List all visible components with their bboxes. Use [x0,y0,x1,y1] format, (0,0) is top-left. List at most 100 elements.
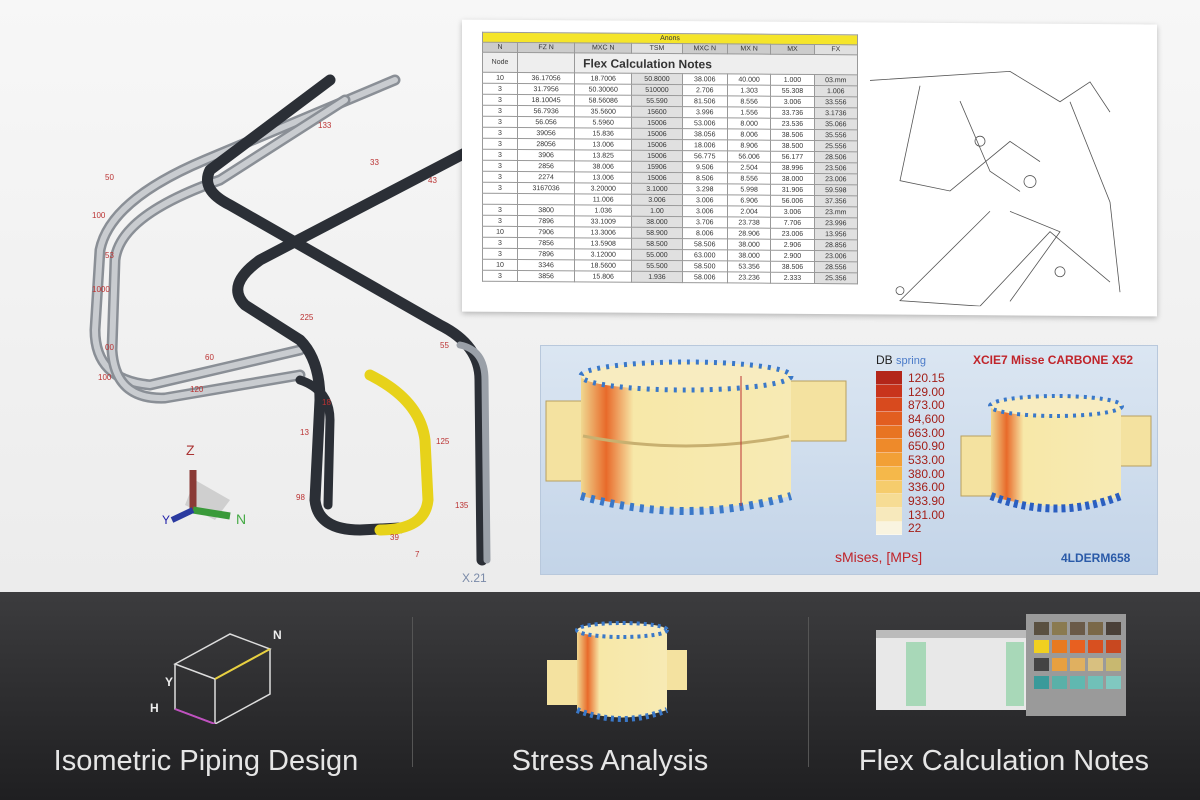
table-cell: 33.1009 [574,215,632,228]
legend-swatch [876,398,902,413]
legend-entry: 120.15 [876,371,945,385]
table-cell: 38.056 [682,128,728,140]
n-label: N [273,628,282,642]
table-cell: 23.738 [727,216,771,229]
table-cell: 7896 [517,215,575,227]
legend-value: 131.00 [908,507,945,522]
table-cell: 3.006 [770,206,815,218]
table-cell: 3 [482,182,518,194]
table-cell: 23.006 [814,173,858,185]
column-header: TSM [631,43,683,54]
legend-entry: 129.00 [876,385,945,399]
table-cell: 38.506 [770,129,815,141]
table-cell: 10 [482,226,518,238]
table-cell: 35.066 [814,118,858,130]
table-cell: 3.006 [682,194,728,206]
z-axis-label: Z [186,442,195,458]
table-cell: 3 [482,149,518,161]
table-cell: 3.12000 [574,248,632,261]
legend-value: 120.15 [908,370,945,385]
node-header: Node [482,52,518,73]
palette-swatch [1052,676,1067,689]
table-cell: 28.506 [814,151,858,163]
palette-swatch [1106,676,1121,689]
pipe-node-label: 39 [390,533,399,542]
table-cell: 3 [482,237,518,249]
table-cell: 55.308 [770,85,815,97]
column-header: MXC N [574,42,632,54]
table-cell: 13.5908 [574,237,632,250]
palette-swatch [1070,622,1085,635]
table-cell: 3 [482,127,518,139]
legend-value: 84,600 [908,411,945,426]
palette-swatch [1052,658,1067,671]
table-cell: 58.500 [682,260,728,272]
palette-swatch [1106,658,1121,671]
pipe-node-label: 13 [300,428,309,437]
table-cell: 7.706 [770,217,815,229]
table-cell: 8.556 [727,95,771,108]
table-cell: 18.10045 [517,94,575,106]
table-cell: 8.506 [682,172,728,184]
palette-swatch [1088,622,1103,635]
table-cell: 3 [482,204,518,216]
divider [412,617,413,767]
table-cell: 3800 [517,204,575,216]
legend-entry: 873.00 [876,398,945,412]
table-cell: 15.806 [574,270,632,283]
table-cell: 13.006 [574,171,632,184]
x-coordinate-label: X.21 [462,571,487,585]
table-cell: 3906 [517,149,575,161]
table-cell: 3.1736 [814,107,858,119]
table-cell: 31.7956 [517,83,575,95]
table-cell: 03.mm [814,74,858,86]
feature-label: Isometric Piping Design [53,745,359,777]
pipe-node-label: 55 [440,341,449,350]
legend-entry: 533.00 [876,453,945,467]
table-cell: 81.506 [682,95,728,107]
palette-swatch [1088,640,1103,653]
table-cell: 23.mm [814,206,858,218]
table-cell: 13.956 [814,228,858,240]
pipe-node-label: 60 [205,353,214,362]
table-cell: 1.036 [574,204,632,217]
table-cell: 3.006 [770,96,815,108]
table-cell: 58.500 [631,238,683,250]
table-cell: 8.006 [727,128,771,141]
table-cell: 7856 [517,237,575,249]
table-cell: 58.506 [682,238,728,250]
h-label: H [150,701,159,715]
table-cell: 53.006 [682,117,728,129]
table-cell: 23.006 [814,250,858,262]
table-cell: 38.506 [770,261,815,273]
table-cell: 18.7006 [574,72,632,85]
palette-swatch [1070,640,1085,653]
table-cell: 56.775 [682,150,728,162]
table-cell: 25.356 [814,272,858,284]
table-cell: 40.000 [727,73,771,86]
legend-swatch [876,521,902,536]
palette-swatch [1034,622,1049,635]
table-cell: 2856 [517,160,575,172]
table-cell: 3 [482,138,518,150]
table-cell: 33.556 [814,96,858,108]
table-cell: 8.556 [727,172,771,185]
legend-value: 933.90 [908,494,945,509]
table-title: Flex Calculation Notes [574,52,858,75]
legend-swatch [876,453,902,467]
table-cell: 1.936 [631,271,683,283]
table-cell: 23.006 [770,228,815,240]
table-cell: 3 [482,171,518,183]
pipe-node-label: 100 [92,211,106,220]
table-cell: 18.5600 [574,259,632,272]
pipe-node-label: 53 [105,251,114,260]
legend-value: 380.00 [908,466,945,481]
palette-swatch [1052,622,1067,635]
table-cell: 38.006 [682,73,728,85]
table-cell: 1.000 [770,74,815,86]
legend-swatch [876,384,902,399]
table-cell: 2274 [517,171,575,183]
